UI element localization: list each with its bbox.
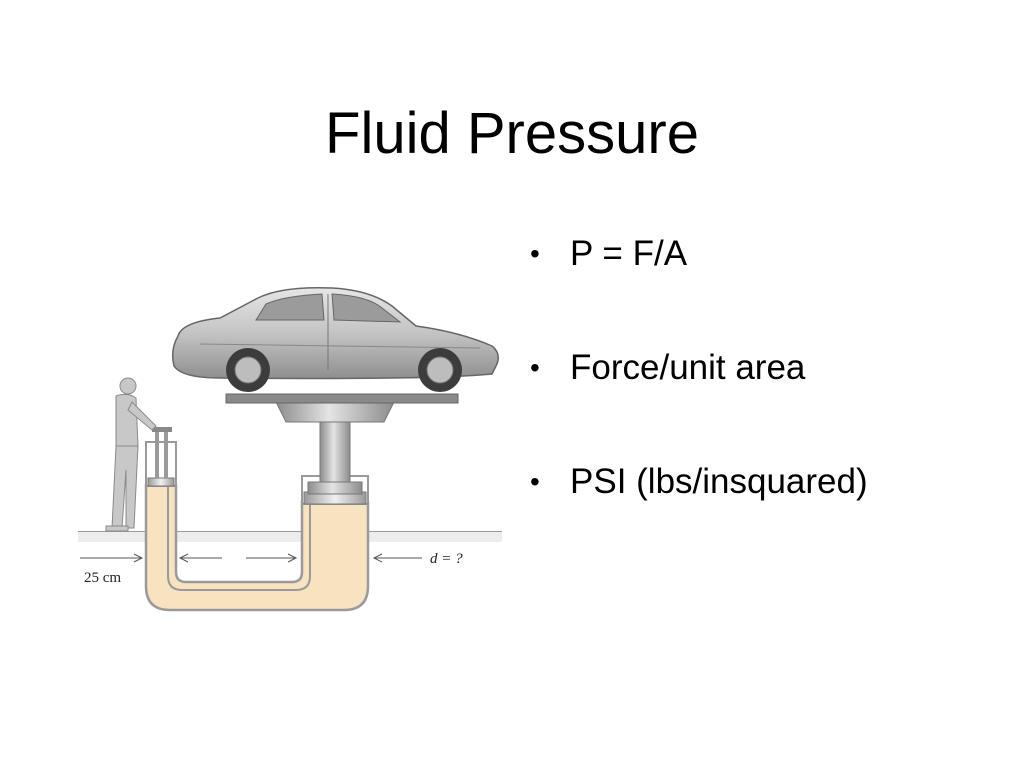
dimension-left: [80, 553, 298, 563]
bullet-text: PSI (lbs/insquared): [570, 462, 868, 501]
bullet-item: • P = F/A: [530, 226, 1000, 282]
small-piston: [147, 477, 175, 487]
bullet-icon: •: [530, 466, 540, 497]
car-window-rear: [255, 293, 325, 321]
car-hubcap-front: [426, 356, 454, 384]
lift-collar: [307, 481, 363, 495]
right-width-label: d = ?: [430, 551, 463, 567]
bullet-text: P = F/A: [570, 234, 688, 273]
person-head: [119, 377, 137, 395]
person-figure: [105, 377, 157, 532]
ground-shade: [78, 532, 502, 542]
bullet-item: • Force/unit area: [530, 340, 1000, 396]
person-torso: [115, 393, 139, 447]
slide-title: Fluid Pressure: [325, 101, 699, 166]
bullet-icon: •: [530, 352, 540, 383]
hydraulic-lift-diagram: 25 cm d = ?: [78, 286, 502, 612]
car: [171, 286, 499, 392]
small-piston-handle: [152, 427, 172, 432]
u-tube-inner-wall: [167, 485, 311, 591]
bullet-item: • PSI (lbs/insquared): [530, 454, 1000, 510]
car-window-front: [331, 293, 402, 323]
hydraulic-lift-figure: 25 cm d = ?: [70, 270, 510, 620]
small-piston-rod: [155, 430, 159, 478]
lift-head: [275, 401, 395, 423]
small-piston-rod: [164, 430, 168, 478]
bullet-text: Force/unit area: [570, 348, 806, 387]
dimension-right: [372, 553, 422, 563]
person-legs: [111, 445, 139, 529]
bullet-icon: •: [530, 238, 540, 269]
car-hubcap-rear: [234, 356, 262, 384]
bullet-list: • P = F/A • Force/unit area • PSI (lbs/i…: [530, 226, 1000, 568]
car-side-line: [199, 343, 481, 349]
lift-platform: [225, 393, 459, 404]
person-arm: [127, 401, 157, 431]
person-shoe: [105, 525, 129, 532]
left-width-label: 25 cm: [84, 570, 121, 586]
